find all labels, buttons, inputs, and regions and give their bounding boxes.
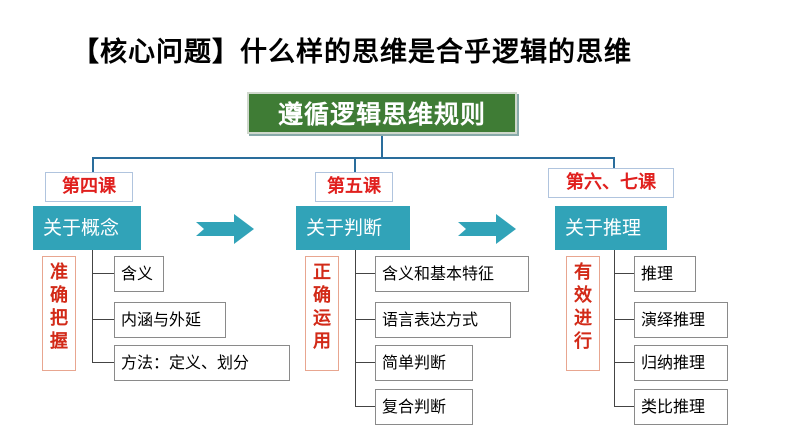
vertical-char: 行 [574,331,592,352]
vertical-char: 运 [313,308,331,329]
lesson-label-1: 第四课 [45,172,133,202]
tree-branch [92,319,114,320]
item-concept-intension: 内涵与外延 [114,302,226,338]
topic-reasoning: 关于推理 [555,206,667,250]
vertical-label-2: 正 确 运 用 [305,256,339,371]
vertical-char: 用 [313,331,331,352]
vertical-char: 确 [313,285,331,306]
topic-judgment: 关于判断 [296,206,410,250]
item-judgment-compound: 复合判断 [375,389,473,425]
tree-branch [92,362,114,363]
tree-branch [614,319,634,320]
item-deductive: 演绎推理 [634,302,728,338]
lesson-label-2: 第五课 [315,172,393,202]
tree-branch [614,362,634,363]
item-inductive: 归纳推理 [634,345,728,381]
branch-drop-1 [92,157,94,173]
item-judgment-features: 含义和基本特征 [375,256,529,292]
vertical-label-1: 准 确 把 握 [42,256,76,371]
vertical-char: 确 [50,285,68,306]
vertical-char: 正 [313,262,331,283]
branch-drop-2 [354,157,356,173]
item-concept-method: 方法：定义、划分 [114,345,290,381]
vertical-char: 效 [574,285,592,306]
item-reasoning: 推理 [634,256,696,292]
item-judgment-simple: 简单判断 [375,345,473,381]
item-concept-meaning: 含义 [114,256,164,292]
root-node: 遵循逻辑思维规则 [247,92,517,134]
topic-concept: 关于概念 [33,206,141,250]
tree-trunk-1 [92,250,93,363]
tree-branch [355,319,375,320]
branch-connector [92,157,614,159]
tree-branch [355,406,375,407]
arrow-right-icon [458,214,516,244]
tree-branch [92,273,114,274]
item-analogical: 类比推理 [634,389,728,425]
tree-trunk-2 [355,250,356,407]
tree-branch [355,273,375,274]
vertical-char: 进 [574,308,592,329]
vertical-char: 把 [50,308,68,329]
vertical-char: 握 [50,331,68,352]
item-judgment-expression: 语言表达方式 [375,302,511,338]
tree-branch [614,406,634,407]
tree-branch [355,362,375,363]
vertical-char: 准 [50,262,68,283]
tree-branch [614,273,634,274]
tree-trunk-3 [614,250,615,407]
page-title: 【核心问题】什么样的思维是合乎逻辑的思维 [72,37,632,68]
arrow-right-icon [196,214,254,244]
vertical-label-3: 有 效 进 行 [566,256,600,371]
branch-drop-3 [613,157,615,173]
lesson-label-3: 第六、七课 [548,168,674,198]
vertical-char: 有 [574,262,592,283]
root-stem [381,136,383,158]
